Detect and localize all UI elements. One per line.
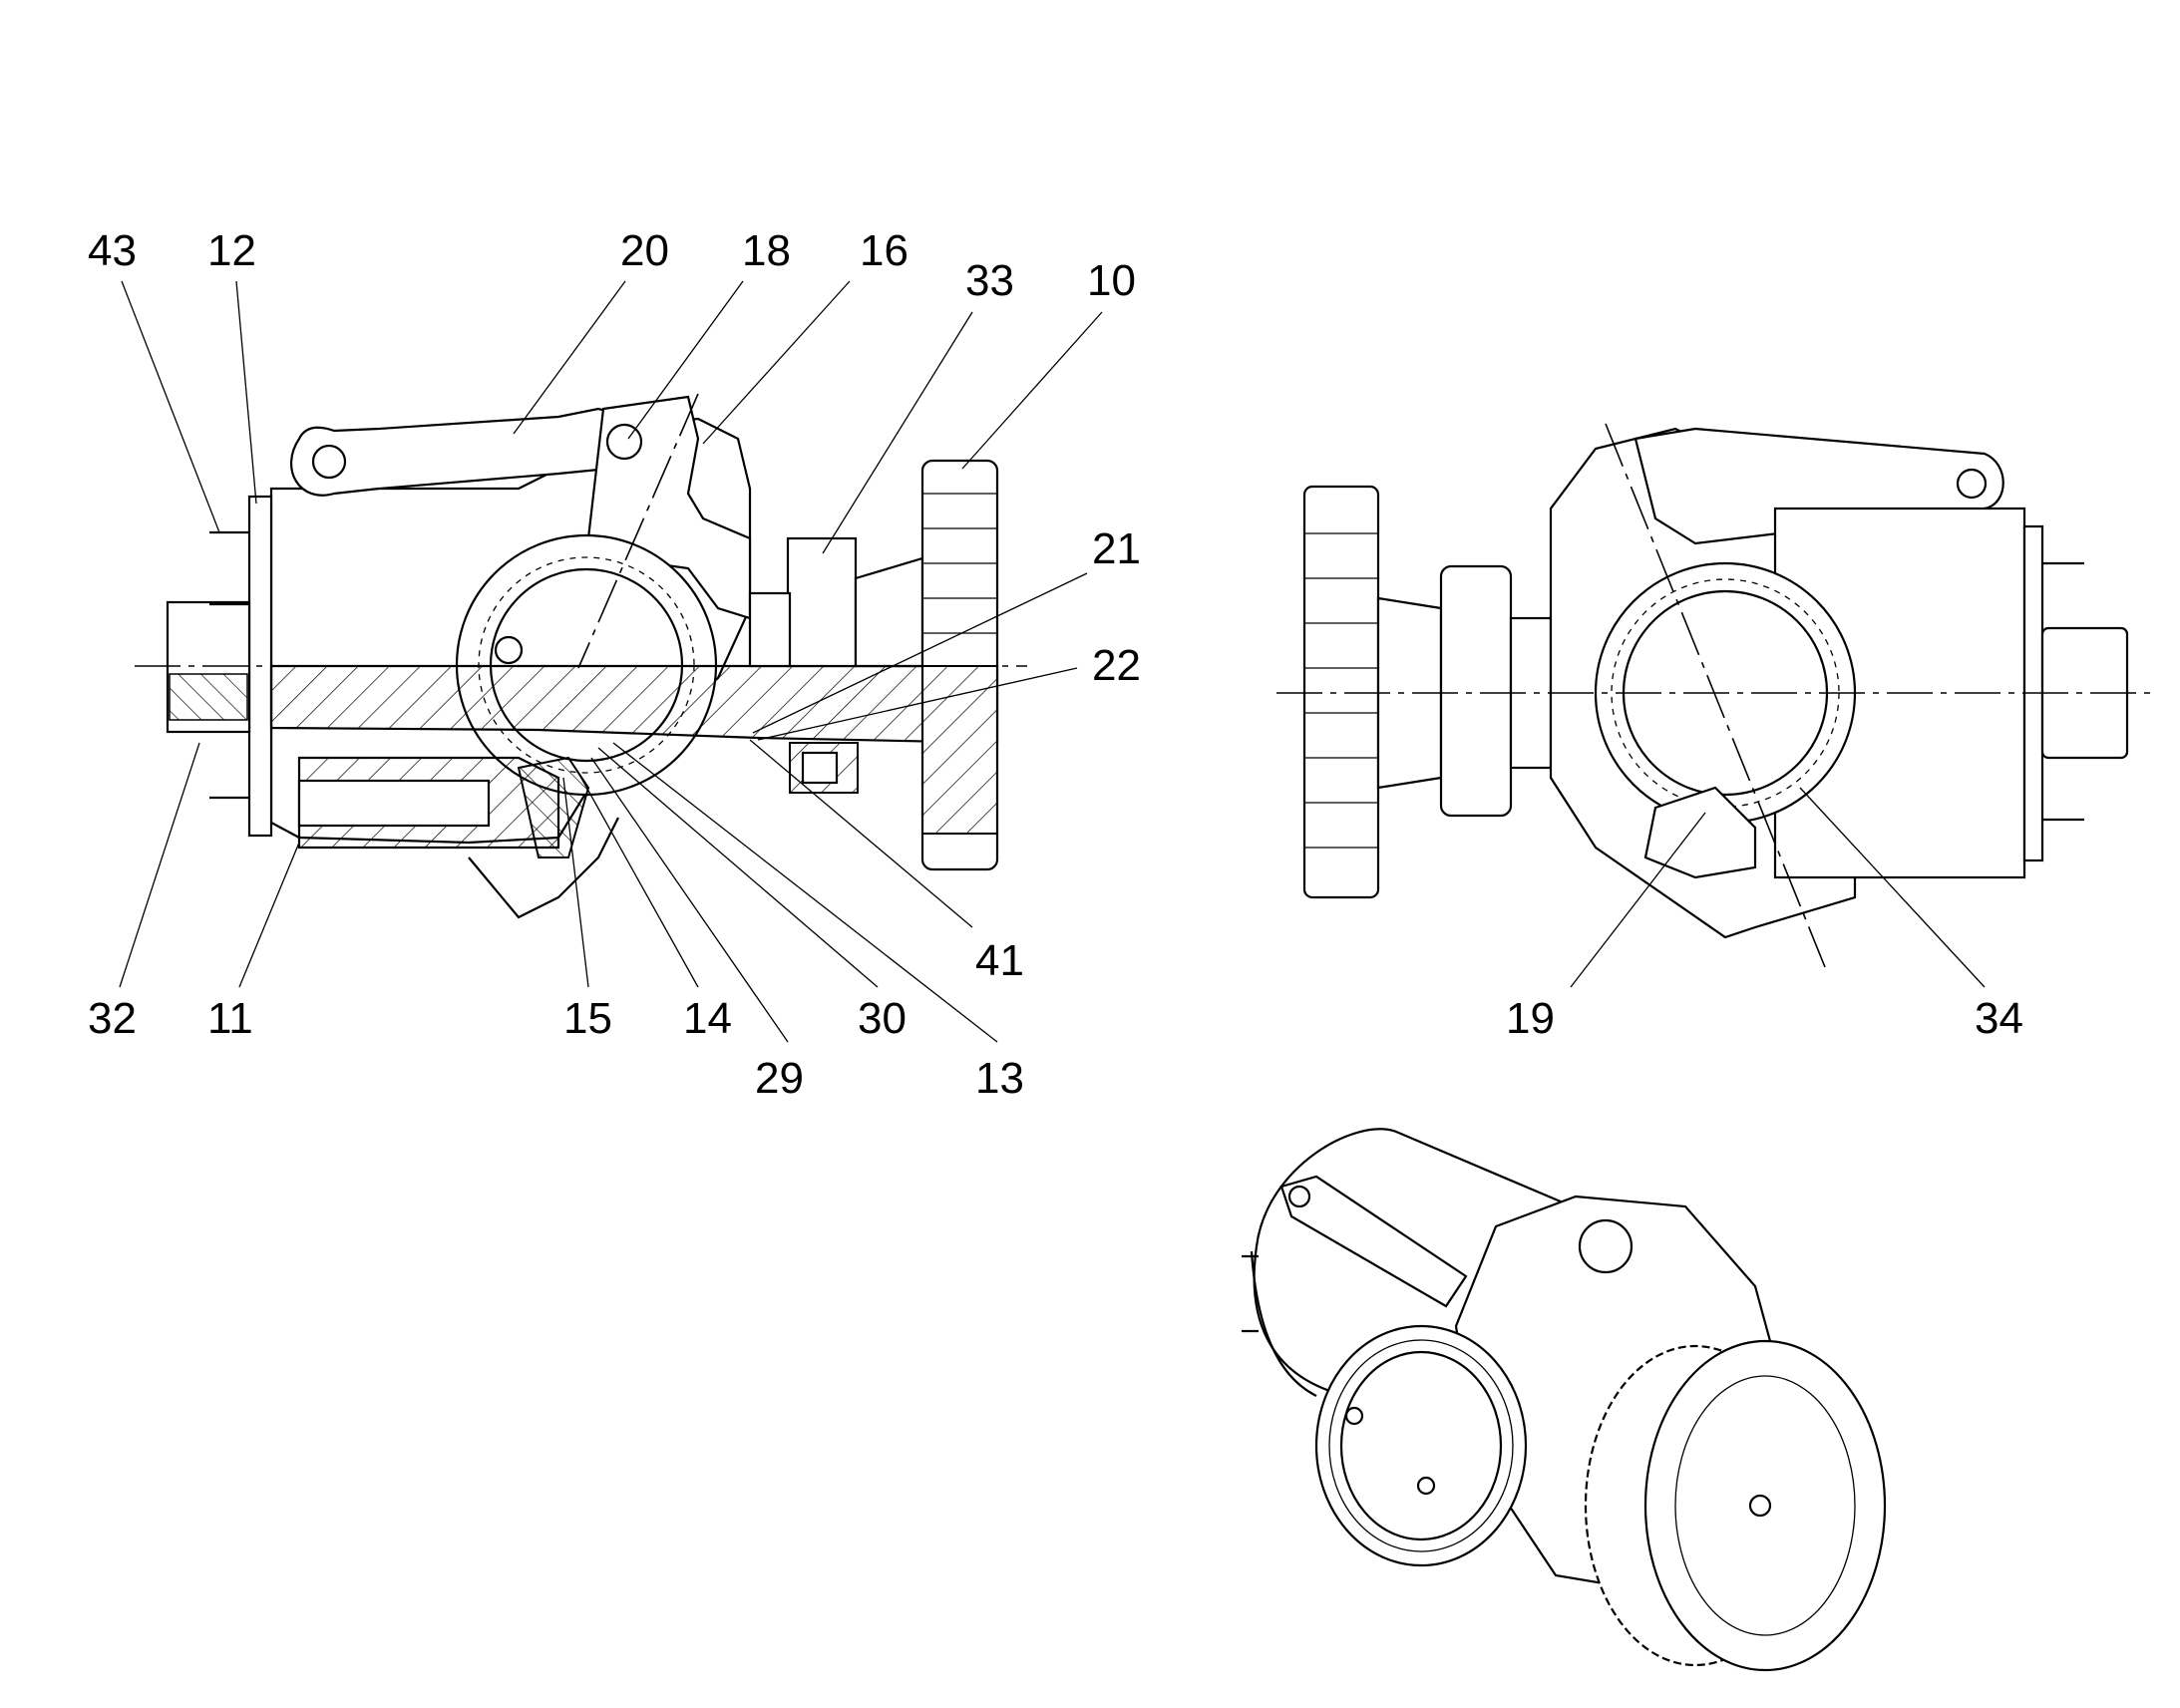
callout-34: 34 [1975,994,2023,1043]
callout-41: 41 [975,936,1024,985]
leader-29 [590,757,789,1043]
leader-43 [121,280,220,533]
callout-12: 12 [207,226,256,275]
rod-eye [311,444,347,480]
iso-gear-web [1674,1375,1856,1636]
callout-11: 11 [207,994,253,1043]
piston-bore [297,779,491,828]
leader-22 [757,667,1078,741]
pin-18 [605,423,643,461]
callout-15: 15 [563,994,612,1043]
isometric-view [1242,1128,1887,1672]
section-view: 43 12 20 18 16 33 10 21 22 32 11 15 14 2… [88,226,1141,1103]
end-eccentric [1439,564,1513,818]
leader-18 [627,280,744,440]
lower-housing [468,817,619,919]
small-hole [494,635,524,665]
leader-34 [1799,787,1986,988]
leader-30 [597,747,879,988]
callout-22: 22 [1092,641,1141,690]
callout-21: 21 [1092,524,1141,573]
hub-cone [854,556,924,668]
iso-bearing-ring [1328,1339,1514,1552]
leader-16 [702,280,851,445]
callout-13: 13 [975,1054,1024,1103]
iso-hole-2 [1416,1476,1436,1496]
leader-15 [562,777,589,988]
leader-13 [612,742,998,1043]
iso-gear [1643,1339,1887,1672]
leader-32 [119,742,200,988]
iso-bearing-cap [1314,1324,1528,1567]
end-view: 19 34 [1276,423,2154,1043]
spline-32 [169,673,248,721]
callout-29: 29 [755,1054,804,1103]
iso-rod-eye [1287,1185,1311,1208]
callout-32: 32 [88,994,137,1043]
iso-boss [1578,1218,1634,1274]
callout-43: 43 [88,226,137,275]
leader-12 [235,280,257,505]
iso-hole-1 [1344,1406,1364,1426]
callout-19: 19 [1506,994,1555,1043]
callout-16: 16 [860,226,908,275]
callout-33: 33 [965,256,1014,305]
callout-10: 10 [1087,256,1136,305]
iso-connecting-rod [1279,1175,1468,1308]
end-rocker-axis [1605,423,1826,968]
iso-bearing-face [1339,1350,1503,1541]
leader-20 [513,280,626,435]
leader-41 [749,739,973,928]
callout-30: 30 [858,994,907,1043]
seal-region [517,756,590,858]
iso-gear-center [1748,1494,1772,1518]
callout-18: 18 [742,226,791,275]
rocker-axis [577,393,699,669]
leader-33 [822,311,973,554]
end-gear [1302,485,1380,899]
journal [748,591,792,668]
leader-10 [961,311,1103,470]
end-rod-eye [1956,468,1988,500]
cup-inner [801,751,839,785]
callout-20: 20 [620,226,669,275]
gear-hub-section [921,665,998,835]
leader-19 [1570,812,1706,988]
callout-14: 14 [683,994,732,1043]
iso-cylinder-rim [1250,1250,1317,1397]
leader-14 [577,772,699,988]
leader-21 [752,572,1088,734]
eccentric-33 [786,536,858,668]
leader-11 [238,842,300,988]
